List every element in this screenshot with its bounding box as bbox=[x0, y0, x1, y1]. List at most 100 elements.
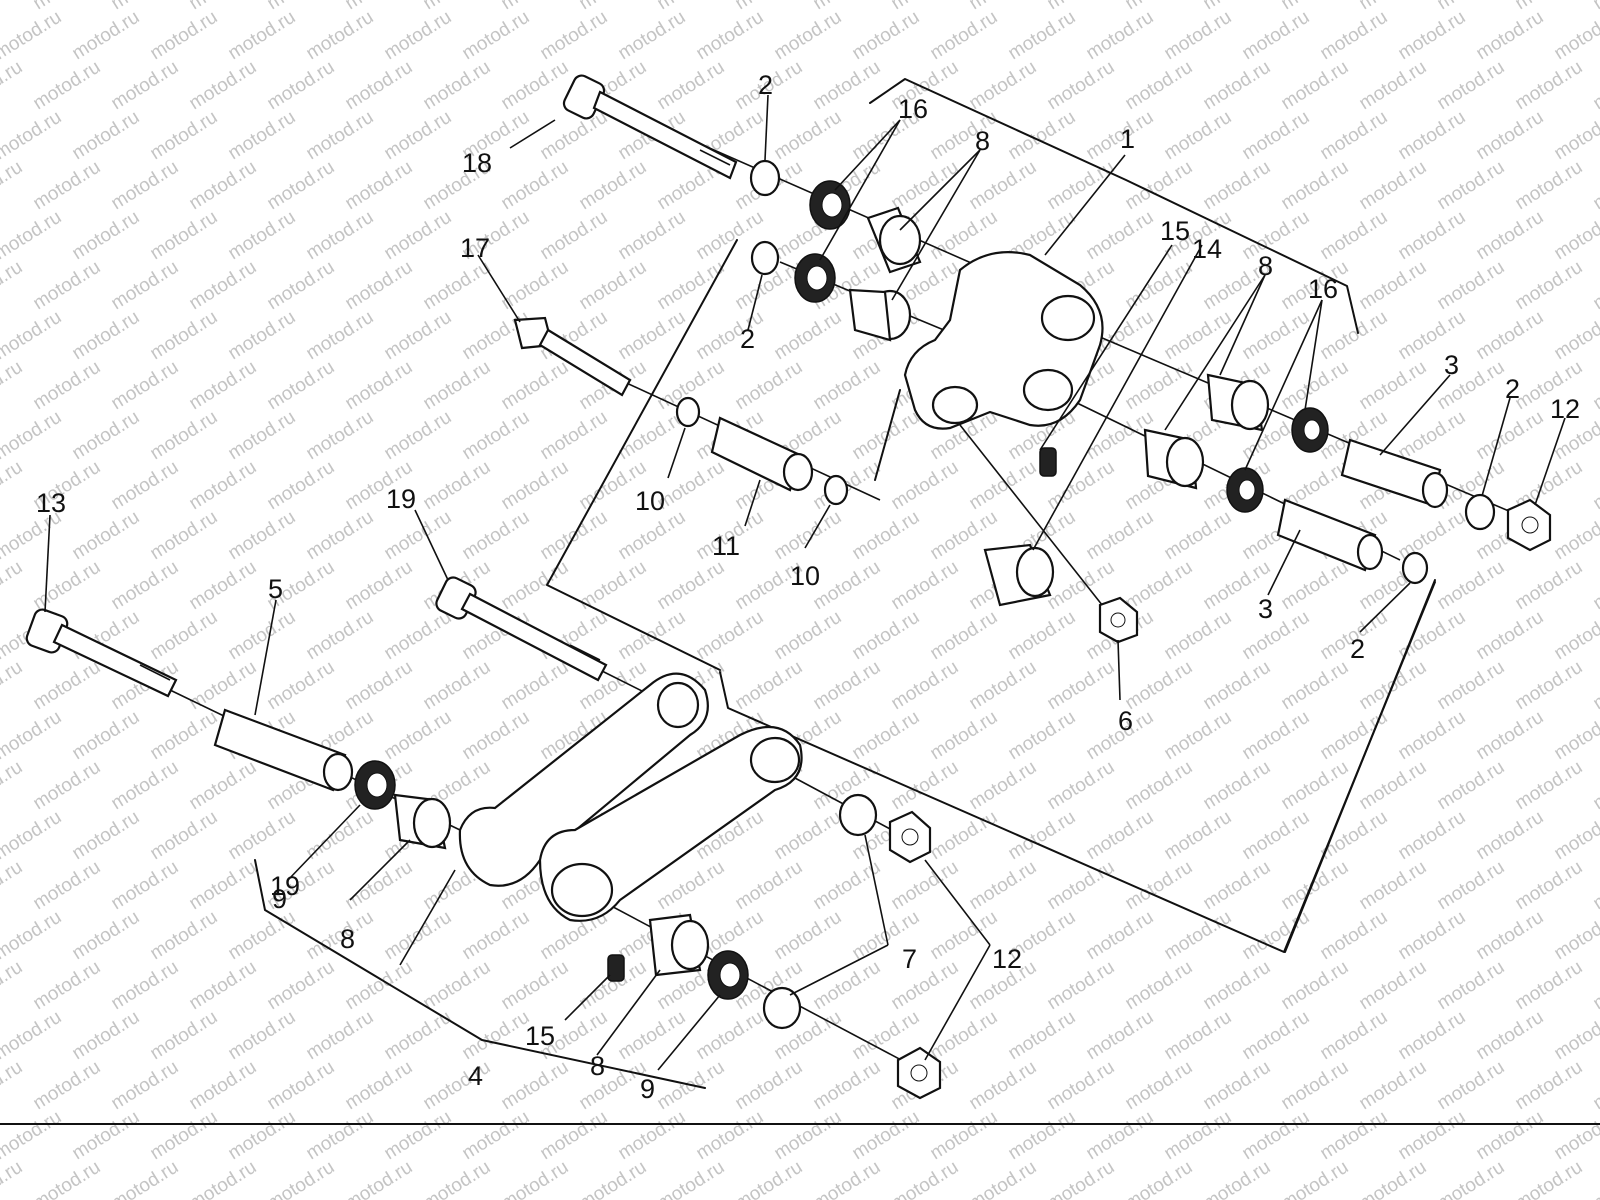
watermark-text: motod.ru bbox=[1434, 57, 1509, 115]
watermark-text: motod.ru bbox=[1317, 107, 1392, 165]
connecting-rods bbox=[458, 672, 803, 922]
watermark-text: motod.ru bbox=[1239, 107, 1314, 165]
watermark-text: motod.ru bbox=[966, 0, 1041, 14]
watermark-text: motod.ru bbox=[1473, 7, 1548, 65]
watermark-text: motod.ru bbox=[30, 657, 105, 715]
watermark-text: motod.ru bbox=[1044, 1057, 1119, 1115]
watermark-text: motod.ru bbox=[888, 657, 963, 715]
watermark-text: motod.ru bbox=[459, 1007, 534, 1065]
watermark-text: motod.ru bbox=[1083, 907, 1158, 965]
watermark-text: motod.ru bbox=[342, 357, 417, 415]
watermark-text: motod.ru bbox=[1356, 257, 1431, 315]
watermark-text: motod.ru bbox=[1434, 757, 1509, 815]
callout-2: 2 bbox=[1350, 634, 1365, 664]
watermark-text: motod.ru bbox=[108, 157, 183, 215]
watermark-text: motod.ru bbox=[1473, 107, 1548, 165]
watermark-text: motod.ru bbox=[1395, 107, 1470, 165]
watermark-text: motod.ru bbox=[147, 507, 222, 565]
bushing-8-right-b bbox=[1143, 428, 1205, 490]
watermark-text: motod.ru bbox=[1122, 157, 1197, 215]
watermark-text: motod.ru bbox=[1395, 807, 1470, 865]
watermark-text: motod.ru bbox=[30, 1057, 105, 1115]
watermark-text: motod.ru bbox=[1122, 957, 1197, 1015]
watermark-text: motod.ru bbox=[186, 257, 261, 315]
watermark-text: motod.ru bbox=[1395, 207, 1470, 265]
watermark-text: motod.ru bbox=[1395, 7, 1470, 65]
watermark-text: motod.ru bbox=[264, 157, 339, 215]
watermark-text: motod.ru bbox=[1161, 107, 1236, 165]
watermark-text: motod.ru bbox=[30, 1157, 105, 1200]
watermark-text: motod.ru bbox=[1200, 0, 1275, 14]
watermark-text: motod.ru bbox=[1590, 157, 1600, 215]
watermark-text: motod.ru bbox=[1044, 857, 1119, 915]
watermark-text: motod.ru bbox=[381, 607, 456, 665]
watermark-text: motod.ru bbox=[1239, 807, 1314, 865]
watermark-text: motod.ru bbox=[732, 0, 807, 14]
watermark-text: motod.ru bbox=[849, 1107, 924, 1165]
watermark-text: motod.ru bbox=[1512, 757, 1587, 815]
watermark-text: motod.ru bbox=[0, 107, 65, 165]
watermark-text: motod.ru bbox=[1434, 1157, 1509, 1200]
watermark-text: motod.ru bbox=[498, 957, 573, 1015]
watermark-text: motod.ru bbox=[69, 1107, 144, 1165]
watermark-text: motod.ru bbox=[225, 507, 300, 565]
watermark-text: motod.ru bbox=[1317, 907, 1392, 965]
watermark-text: motod.ru bbox=[30, 257, 105, 315]
watermark-text: motod.ru bbox=[1161, 507, 1236, 565]
watermark-text: motod.ru bbox=[147, 307, 222, 365]
watermark-text: motod.ru bbox=[888, 557, 963, 615]
watermark-text: motod.ru bbox=[1473, 907, 1548, 965]
watermark-text: motod.ru bbox=[69, 807, 144, 865]
watermark-text: motod.ru bbox=[303, 307, 378, 365]
nut-12-a bbox=[888, 810, 932, 864]
watermark-text: motod.ru bbox=[1044, 757, 1119, 815]
callout-12: 12 bbox=[992, 944, 1022, 974]
watermark-text: motod.ru bbox=[186, 657, 261, 715]
watermark-text: motod.ru bbox=[1239, 1007, 1314, 1065]
watermark-text: motod.ru bbox=[147, 707, 222, 765]
watermark-text: motod.ru bbox=[69, 207, 144, 265]
watermark-text: motod.ru bbox=[693, 307, 768, 365]
watermark-text: motod.ru bbox=[1434, 257, 1509, 315]
watermark-text: motod.ru bbox=[147, 107, 222, 165]
watermark-text: motod.ru bbox=[0, 1057, 26, 1115]
watermark-text: motod.ru bbox=[576, 257, 651, 315]
watermark-text: motod.ru bbox=[30, 857, 105, 915]
watermark-text: motod.ru bbox=[1512, 0, 1587, 14]
watermark-text: motod.ru bbox=[966, 857, 1041, 915]
watermark-text: motod.ru bbox=[966, 157, 1041, 215]
watermark-text: motod.ru bbox=[1083, 1007, 1158, 1065]
watermark-text: motod.ru bbox=[1551, 7, 1600, 65]
watermark-text: motod.ru bbox=[1473, 307, 1548, 365]
watermark-text: motod.ru bbox=[186, 857, 261, 915]
watermark-text: motod.ru bbox=[0, 207, 65, 265]
watermark-text: motod.ru bbox=[1512, 1057, 1587, 1115]
watermark-text: motod.ru bbox=[0, 307, 65, 365]
watermark-text: motod.ru bbox=[1434, 657, 1509, 715]
watermark-text: motod.ru bbox=[732, 857, 807, 915]
watermark-text: motod.ru bbox=[537, 407, 612, 465]
watermark-text: motod.ru bbox=[459, 7, 534, 65]
watermark-text: motod.ru bbox=[264, 57, 339, 115]
watermark-text: motod.ru bbox=[69, 1007, 144, 1065]
watermark-text: motod.ru bbox=[498, 657, 573, 715]
watermark-text: motod.ru bbox=[0, 807, 65, 865]
callout-4: 4 bbox=[468, 1061, 483, 1091]
bushing-8-lower-left bbox=[393, 793, 452, 850]
bushing-8-right-a bbox=[1206, 373, 1270, 432]
watermark-text: motod.ru bbox=[1356, 1157, 1431, 1200]
watermark-text: motod.ru bbox=[186, 457, 261, 515]
grease-nipple-15-bottom bbox=[607, 954, 625, 982]
watermark-text: motod.ru bbox=[1356, 157, 1431, 215]
watermark-text: motod.ru bbox=[1044, 957, 1119, 1015]
watermark-text: motod.ru bbox=[1122, 557, 1197, 615]
watermark-text: motod.ru bbox=[498, 57, 573, 115]
watermark-text: motod.ru bbox=[1590, 0, 1600, 14]
watermark-text: motod.ru bbox=[147, 1007, 222, 1065]
watermark-text: motod.ru bbox=[654, 1157, 729, 1200]
watermark-text: motod.ru bbox=[615, 307, 690, 365]
watermark-text: motod.ru bbox=[966, 457, 1041, 515]
watermark-text: motod.ru bbox=[849, 507, 924, 565]
watermark-text: motod.ru bbox=[1473, 807, 1548, 865]
watermark-text: motod.ru bbox=[381, 7, 456, 65]
